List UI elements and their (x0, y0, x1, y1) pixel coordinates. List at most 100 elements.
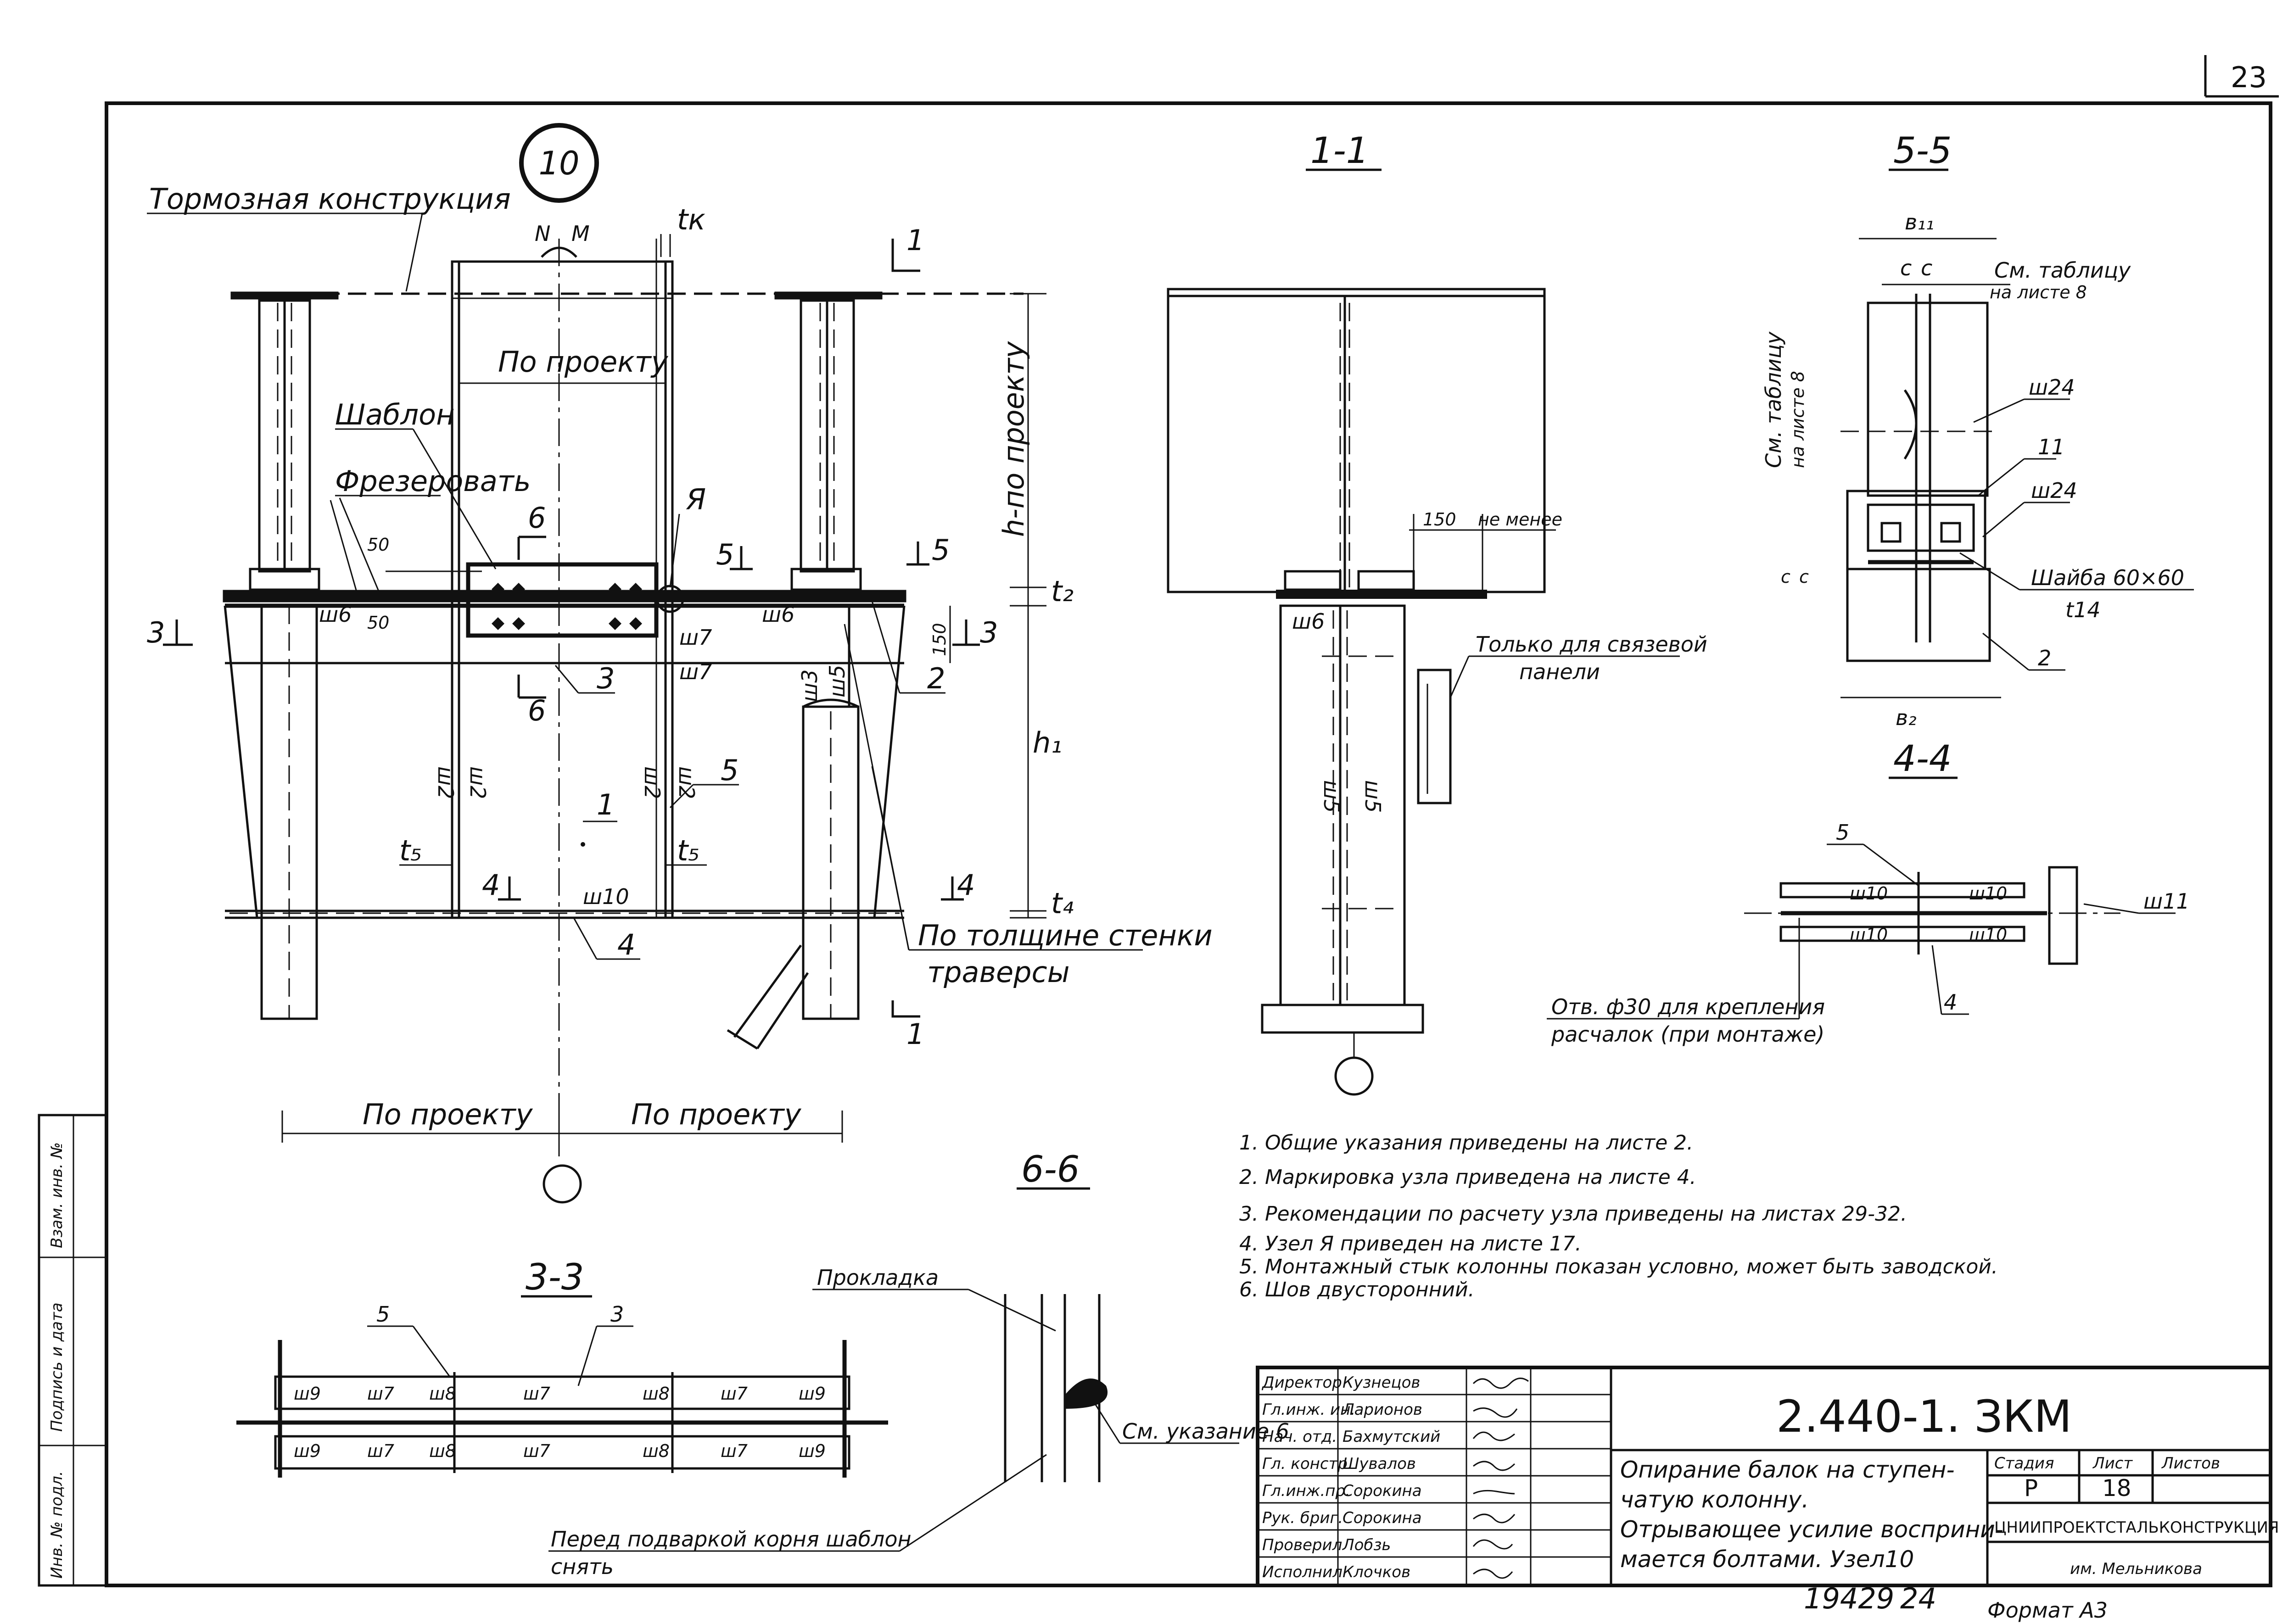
svg-text:4: 4 (617, 928, 635, 961)
svg-text:6: 6 (528, 501, 546, 535)
svg-text:ш5: ш5 (1319, 780, 1344, 813)
svg-text:ш8: ш8 (429, 1441, 456, 1461)
svg-text:не менее: не менее (1478, 509, 1562, 530)
svg-text:5-5: 5-5 (1893, 130, 1952, 172)
svg-text:Стадия: Стадия (1994, 1454, 2054, 1473)
svg-text:2: 2 (2038, 646, 2051, 670)
brake-structure-label: Тормозная конструкция (149, 182, 511, 216)
svg-text:По проекту: По проекту (363, 1098, 533, 1131)
svg-text:Шайба 60×60: Шайба 60×60 (2031, 565, 2184, 590)
svg-text:Прокладка: Прокладка (817, 1265, 939, 1290)
svg-text:ш3: ш3 (797, 670, 822, 702)
svg-text:Проверил: Проверил (1262, 1536, 1342, 1554)
svg-text:ш10: ш10 (1850, 883, 1888, 904)
axis-bubble (543, 1164, 582, 1204)
svg-text:на листе 8: на листе 8 (1788, 371, 1808, 468)
notes: 1. Общие указания приведены на листе 2. … (1239, 1131, 1998, 1301)
svg-text:1: 1 (597, 788, 615, 821)
svg-text:1: 1 (906, 223, 924, 257)
outer-frame (105, 101, 2272, 1587)
svg-text:Гл.инж.пр.: Гл.инж.пр. (1262, 1482, 1350, 1500)
svg-text:4-4: 4-4 (1893, 738, 1952, 780)
svg-text:расчалок (при монтаже): расчалок (при монтаже) (1551, 1022, 1824, 1047)
svg-text:ш10: ш10 (583, 884, 629, 909)
svg-text:ш2: ш2 (465, 766, 490, 799)
side-stamp-inv-orig: Инв. № подл. (48, 1471, 66, 1579)
svg-text:траверсы: траверсы (927, 955, 1070, 989)
node-mark: 10 (538, 145, 579, 182)
svg-text:50: 50 (367, 535, 389, 555)
svg-text:ш10: ш10 (1969, 883, 2007, 904)
svg-text:ш9: ш9 (294, 1441, 321, 1461)
svg-text:11: 11 (2038, 435, 2065, 459)
svg-text:с: с (1900, 256, 1912, 280)
svg-text:t₂: t₂ (1051, 575, 1074, 608)
svg-text:См. указание 6: См. указание 6 (1122, 1419, 1289, 1444)
svg-text:t₅: t₅ (677, 834, 699, 867)
svg-text:См. таблицу: См. таблицу (1761, 331, 1786, 468)
svg-text:ш7: ш7 (367, 1384, 394, 1404)
svg-text:с: с (1799, 567, 1809, 587)
svg-text:Директор: Директор (1261, 1373, 1342, 1392)
svg-text:ш7: ш7 (721, 1441, 748, 1461)
svg-text:с: с (1781, 567, 1790, 587)
svg-text:ш2: ш2 (674, 766, 699, 799)
section-1-1: 1-1 150 не менее ш6 ш5 ш5 Только для свя… (1167, 130, 1707, 1096)
drawing-code: 2.440-1. ЗКМ (1776, 1391, 2072, 1442)
svg-text:Исполнил: Исполнил (1262, 1563, 1343, 1581)
footer-order: 19429 (1804, 1582, 1894, 1615)
svg-text:См. таблицу: См. таблицу (1994, 258, 2131, 283)
svg-text:ш11: ш11 (2143, 889, 2190, 914)
svg-text:4: 4 (1944, 990, 1957, 1015)
svg-text:панели: панели (1519, 659, 1600, 684)
svg-text:Шувалов: Шувалов (1343, 1455, 1416, 1473)
svg-text:N: N (535, 221, 550, 246)
svg-text:ш6: ш6 (1292, 609, 1325, 634)
svg-text:Бахмутский: Бахмутский (1343, 1428, 1440, 1446)
svg-text:По толщине стенки: По толщине стенки (918, 919, 1213, 952)
svg-text:ш7: ш7 (523, 1441, 550, 1461)
svg-text:ш6: ш6 (762, 602, 794, 627)
svg-text:в₂: в₂ (1896, 705, 1917, 730)
side-stamp-sign-date: Подпись и дата (48, 1302, 66, 1432)
svg-text:1: 1 (906, 1017, 924, 1051)
svg-text:ш7: ш7 (679, 625, 712, 650)
footer-format: Формат А3 (1987, 1598, 2108, 1623)
section-4-4: 4-4 ш10 ш10 ш10 ш10 ш11 5 4 Отв. ф30 для… (1547, 738, 2190, 1047)
svg-text:18: 18 (2102, 1475, 2131, 1501)
svg-text:ш7: ш7 (721, 1384, 748, 1404)
svg-text:ш2: ш2 (640, 766, 665, 799)
svg-text:ш9: ш9 (799, 1441, 826, 1461)
svg-text:ш24: ш24 (2031, 478, 2077, 503)
node-mark-circle (519, 123, 599, 203)
svg-text:Клочков: Клочков (1343, 1563, 1410, 1581)
svg-text:M: M (571, 221, 590, 246)
svg-text:ш24: ш24 (2029, 375, 2075, 400)
svg-text:3: 3 (980, 616, 998, 649)
svg-text:Сорокина: Сорокина (1343, 1482, 1422, 1500)
svg-text:4: 4 (482, 868, 500, 902)
svg-text:снять: снять (551, 1554, 614, 1579)
svg-text:ш7: ш7 (523, 1384, 550, 1404)
svg-text:По проекту: По проекту (631, 1098, 802, 1131)
svg-text:1-1: 1-1 (1310, 130, 1369, 172)
svg-text:Гл. констр.: Гл. констр. (1262, 1455, 1353, 1473)
svg-text:Только для связевой: Только для связевой (1476, 632, 1707, 657)
svg-text:5: 5 (932, 533, 950, 567)
side-stamp-repl-inv: Взам. инв. № (48, 1142, 66, 1248)
svg-text:Кузнецов: Кузнецов (1343, 1373, 1420, 1392)
svg-text:ш2: ш2 (433, 766, 458, 799)
svg-text:6-6: 6-6 (1021, 1149, 1080, 1190)
svg-text:3: 3 (597, 662, 615, 695)
svg-text:Рук. бриг.: Рук. бриг. (1262, 1509, 1343, 1527)
svg-text:6. Шов двусторонний.: 6. Шов двусторонний. (1239, 1278, 1475, 1301)
svg-text:Отрывающее усилие восприни-: Отрывающее усилие восприни- (1620, 1516, 2003, 1543)
svg-text:ш9: ш9 (294, 1384, 321, 1404)
svg-text:Нач. отд.: Нач. отд. (1262, 1428, 1337, 1446)
svg-text:мается болтами. Узел10: мается болтами. Узел10 (1620, 1546, 1914, 1573)
svg-text:Отв. ф30 для крепления: Отв. ф30 для крепления (1551, 994, 1825, 1019)
svg-text:с: с (1921, 256, 1932, 280)
svg-text:5: 5 (1836, 820, 1849, 845)
page-number: 23 (2231, 61, 2267, 94)
svg-text:2: 2 (927, 662, 945, 695)
